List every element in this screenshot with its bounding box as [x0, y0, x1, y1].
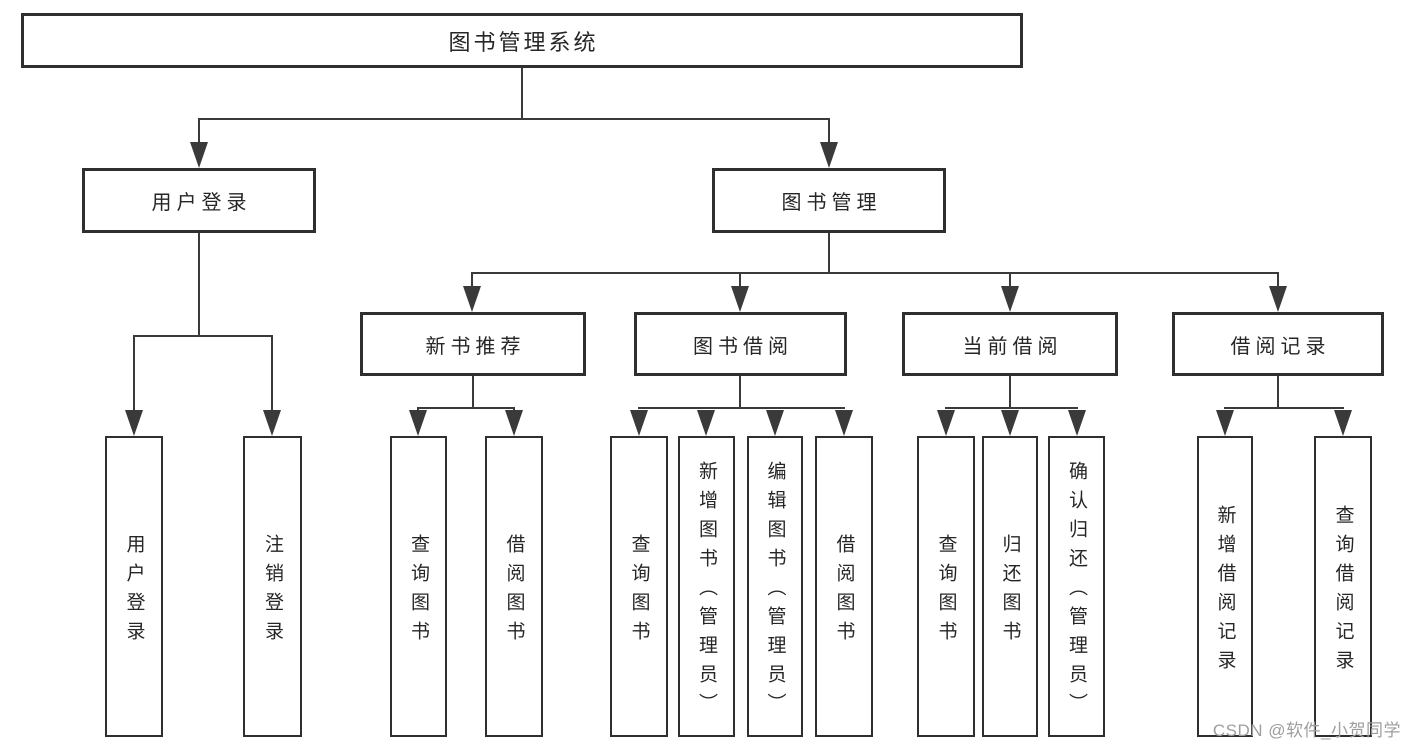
leaf-add-book-admin: 新增图书（管理员）	[678, 436, 735, 737]
node-user-login: 用户登录	[82, 168, 316, 233]
leaf-return-book-label: 归还图书	[999, 533, 1021, 650]
leaf-borrow-book-recommend: 借阅图书	[485, 436, 543, 737]
leaf-confirm-return-admin-label: 确认归还（管理员）	[1066, 461, 1087, 722]
connector-line	[1277, 272, 1279, 288]
leaf-borrow-book: 借阅图书	[815, 436, 873, 737]
leaf-return-book: 归还图书	[982, 436, 1038, 737]
arrow-down-icon	[766, 410, 784, 436]
node-library-system: 图书管理系统	[21, 13, 1023, 68]
node-book-borrow: 图书借阅	[634, 312, 847, 376]
arrow-down-icon	[125, 410, 143, 436]
watermark: CSDN @软件_小贺同学	[1212, 721, 1401, 740]
connector-line	[133, 335, 273, 337]
leaf-add-book-admin-label: 新增图书（管理员）	[696, 461, 717, 722]
connector-line	[1224, 407, 1344, 409]
connector-line	[198, 118, 830, 120]
arrow-down-icon	[1216, 410, 1234, 436]
arrow-down-icon	[463, 286, 481, 312]
connector-line	[945, 407, 1078, 409]
arrow-down-icon	[630, 410, 648, 436]
connector-line	[1009, 376, 1011, 407]
connector-line	[471, 272, 473, 288]
leaf-add-borrow-record: 新增借阅记录	[1197, 436, 1253, 737]
leaf-query-book-current: 查询图书	[917, 436, 975, 737]
arrow-down-icon	[190, 142, 208, 168]
leaf-edit-book-admin-label: 编辑图书（管理员）	[764, 461, 786, 722]
arrow-down-icon	[820, 142, 838, 168]
node-user-login-label: 用户登录	[151, 192, 252, 214]
node-book-management: 图书管理	[712, 168, 946, 233]
leaf-borrow-book-recommend-label: 借阅图书	[503, 533, 525, 650]
arrow-down-icon	[697, 410, 715, 436]
node-borrow-record: 借阅记录	[1172, 312, 1384, 376]
connector-line	[417, 407, 515, 409]
connector-line	[828, 118, 830, 148]
arrow-down-icon	[1068, 410, 1086, 436]
connector-line	[271, 335, 273, 413]
node-book-borrow-label: 图书借阅	[693, 335, 793, 358]
connector-line	[739, 272, 741, 288]
leaf-query-book-recommend-label: 查询图书	[408, 533, 429, 650]
leaf-query-book-current-label: 查询图书	[935, 533, 957, 650]
leaf-user-login-label: 用户登录	[123, 533, 145, 650]
arrow-down-icon	[1334, 410, 1352, 436]
leaf-query-book-recommend: 查询图书	[390, 436, 447, 737]
node-new-book-recommend: 新书推荐	[360, 312, 586, 376]
leaf-query-book-borrow: 查询图书	[610, 436, 668, 737]
connector-line	[133, 335, 135, 413]
connector-line	[471, 272, 1279, 274]
connector-line	[1277, 376, 1279, 407]
node-book-management-label: 图书管理	[781, 192, 882, 214]
connector-line	[638, 407, 845, 409]
arrow-down-icon	[1269, 286, 1287, 312]
leaf-add-borrow-record-label: 新增借阅记录	[1214, 504, 1236, 679]
node-borrow-record-label: 借阅记录	[1230, 335, 1331, 358]
arrow-down-icon	[409, 410, 427, 436]
node-library-system-label: 图书管理系统	[448, 29, 599, 55]
arrow-down-icon	[937, 410, 955, 436]
connector-line	[828, 233, 830, 272]
leaf-logout-login-label: 注销登录	[262, 533, 283, 650]
arrow-down-icon	[1001, 286, 1019, 312]
leaf-query-book-borrow-label: 查询图书	[628, 533, 650, 650]
arrow-down-icon	[1001, 410, 1019, 436]
leaf-confirm-return-admin: 确认归还（管理员）	[1048, 436, 1105, 737]
leaf-edit-book-admin: 编辑图书（管理员）	[747, 436, 803, 737]
node-new-book-recommend-label: 新书推荐	[425, 335, 526, 358]
connector-line	[1009, 272, 1011, 288]
arrow-down-icon	[505, 410, 523, 436]
connector-line	[521, 68, 523, 118]
arrow-down-icon	[263, 410, 281, 436]
arrow-down-icon	[835, 410, 853, 436]
connector-line	[472, 376, 474, 407]
leaf-query-borrow-record-label: 查询借阅记录	[1332, 504, 1354, 679]
node-current-borrow-label: 当前借阅	[962, 335, 1063, 358]
arrow-down-icon	[731, 286, 749, 312]
leaf-query-borrow-record: 查询借阅记录	[1314, 436, 1372, 737]
connector-line	[739, 376, 741, 407]
connector-line	[198, 233, 200, 335]
node-current-borrow: 当前借阅	[902, 312, 1118, 376]
leaf-user-login: 用户登录	[105, 436, 163, 737]
leaf-borrow-book-label: 借阅图书	[833, 533, 855, 650]
connector-line	[198, 118, 200, 148]
leaf-logout-login: 注销登录	[243, 436, 302, 737]
